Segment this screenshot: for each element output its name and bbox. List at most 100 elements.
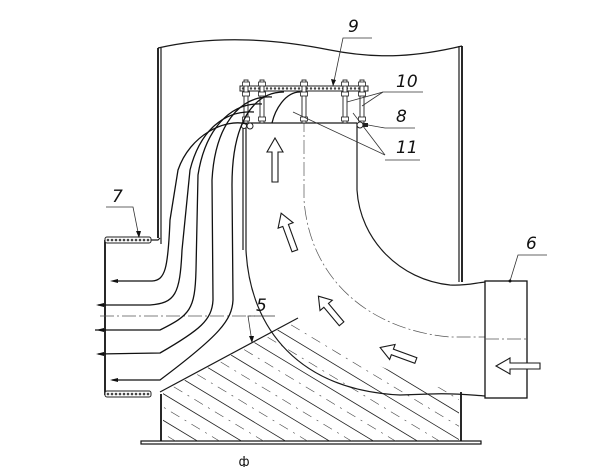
flow-arrow-4 — [379, 343, 418, 365]
flange-dot — [285, 87, 289, 90]
hatch-line — [558, 300, 604, 445]
flow-line-4 — [97, 96, 273, 355]
flow-line-6 — [271, 91, 301, 124]
bypass-flow-lines — [95, 91, 301, 381]
bend-inner-wall — [356, 123, 486, 286]
bolt-nut — [341, 91, 349, 97]
callouts: 9 10 8 11 7 5 6 — [106, 17, 547, 343]
top-flange-assembly — [239, 79, 386, 156]
flange-dot — [269, 87, 273, 90]
flow-arrow-inlet — [494, 357, 541, 375]
hatch-line — [580, 300, 604, 445]
flange-dot — [297, 87, 301, 90]
outlet-arrow-2 — [96, 303, 104, 307]
outlet-arrow-3 — [96, 328, 104, 332]
callout-11: 11 — [396, 138, 418, 158]
hatch-line — [163, 318, 293, 441]
seal-dot — [114, 238, 118, 242]
seal-dot — [138, 238, 142, 242]
seal-dot — [110, 392, 114, 396]
bolt-nut — [242, 91, 250, 97]
bend-flow-arrows — [266, 136, 541, 375]
seal-dot — [122, 238, 126, 242]
seal-dot — [106, 238, 110, 242]
filler-top-edge — [159, 317, 299, 393]
hatch-line — [163, 318, 359, 441]
hatch-line — [205, 318, 447, 441]
flange-dot — [333, 87, 337, 90]
hatch-line — [163, 318, 205, 441]
seal-dot — [138, 392, 142, 396]
leader-5 — [247, 315, 275, 343]
flow-line-2 — [98, 111, 255, 306]
fastener-left — [246, 122, 254, 130]
callout-8: 8 — [396, 107, 407, 127]
hatch-line — [359, 318, 459, 441]
callout-6: 6 — [526, 234, 537, 254]
tie-rod — [301, 79, 307, 124]
leader-8 — [367, 124, 415, 129]
seal-dot — [106, 392, 110, 396]
hatch-line — [249, 318, 459, 441]
tie-rod — [259, 79, 265, 124]
flange-dot — [253, 87, 257, 90]
brace-1 — [292, 111, 386, 156]
hatch-line — [163, 318, 183, 441]
seal-dot — [142, 392, 146, 396]
flange-dot — [289, 87, 293, 90]
hatch-line — [0, 300, 160, 445]
callout-10: 10 — [396, 72, 418, 92]
callout-7: 7 — [112, 187, 123, 207]
bolts — [242, 79, 366, 124]
hatch-line — [183, 318, 425, 441]
bolt-nut — [358, 81, 366, 87]
bolt-nut — [358, 91, 366, 97]
seal-dot — [114, 392, 118, 396]
bolt-nut — [300, 81, 308, 87]
tie-rod — [342, 79, 348, 124]
bolt-nut — [258, 91, 266, 97]
bolt-nut — [341, 81, 349, 87]
bolt-nut — [300, 116, 308, 122]
flange-dot — [277, 87, 281, 90]
hatch-line — [227, 318, 459, 441]
hatch-line — [163, 318, 315, 441]
seal-dot — [126, 392, 130, 396]
callout-5: 5 — [256, 296, 267, 316]
flow-line-3 — [95, 103, 263, 331]
leader-6 — [509, 254, 547, 282]
bolt-nut — [300, 91, 308, 97]
seal-dot — [146, 392, 150, 396]
flange-dot — [293, 87, 297, 90]
leader-10b — [361, 91, 384, 107]
seal-dot — [134, 392, 138, 396]
base-plate — [140, 440, 482, 445]
seal-dot — [118, 392, 122, 396]
leader-9 — [332, 37, 372, 87]
bolt-nut — [341, 116, 349, 122]
bend-centerline — [303, 118, 520, 338]
outlet-arrow-1 — [110, 279, 118, 283]
flange-dot — [329, 87, 333, 90]
seal-dot — [130, 392, 134, 396]
hatch-line — [163, 318, 403, 441]
flow-line-5 — [112, 91, 285, 381]
flange-dot — [273, 87, 277, 90]
seal-dot — [126, 238, 130, 242]
fastener-8-nut — [363, 123, 368, 127]
flange-dot — [313, 87, 317, 90]
seal-dot — [118, 238, 122, 242]
seal-dot — [130, 238, 134, 242]
hatch-line — [337, 318, 459, 441]
seal-dot — [122, 392, 126, 396]
hatch-line — [536, 300, 604, 445]
footer-mark: ф — [238, 455, 249, 467]
flange-dot — [337, 87, 341, 90]
flange-dot — [281, 87, 285, 90]
brace-2 — [352, 112, 386, 156]
seal-pattern — [106, 238, 150, 396]
housing — [140, 39, 482, 445]
bolt-nut — [242, 81, 250, 87]
hatch-line — [163, 318, 249, 441]
